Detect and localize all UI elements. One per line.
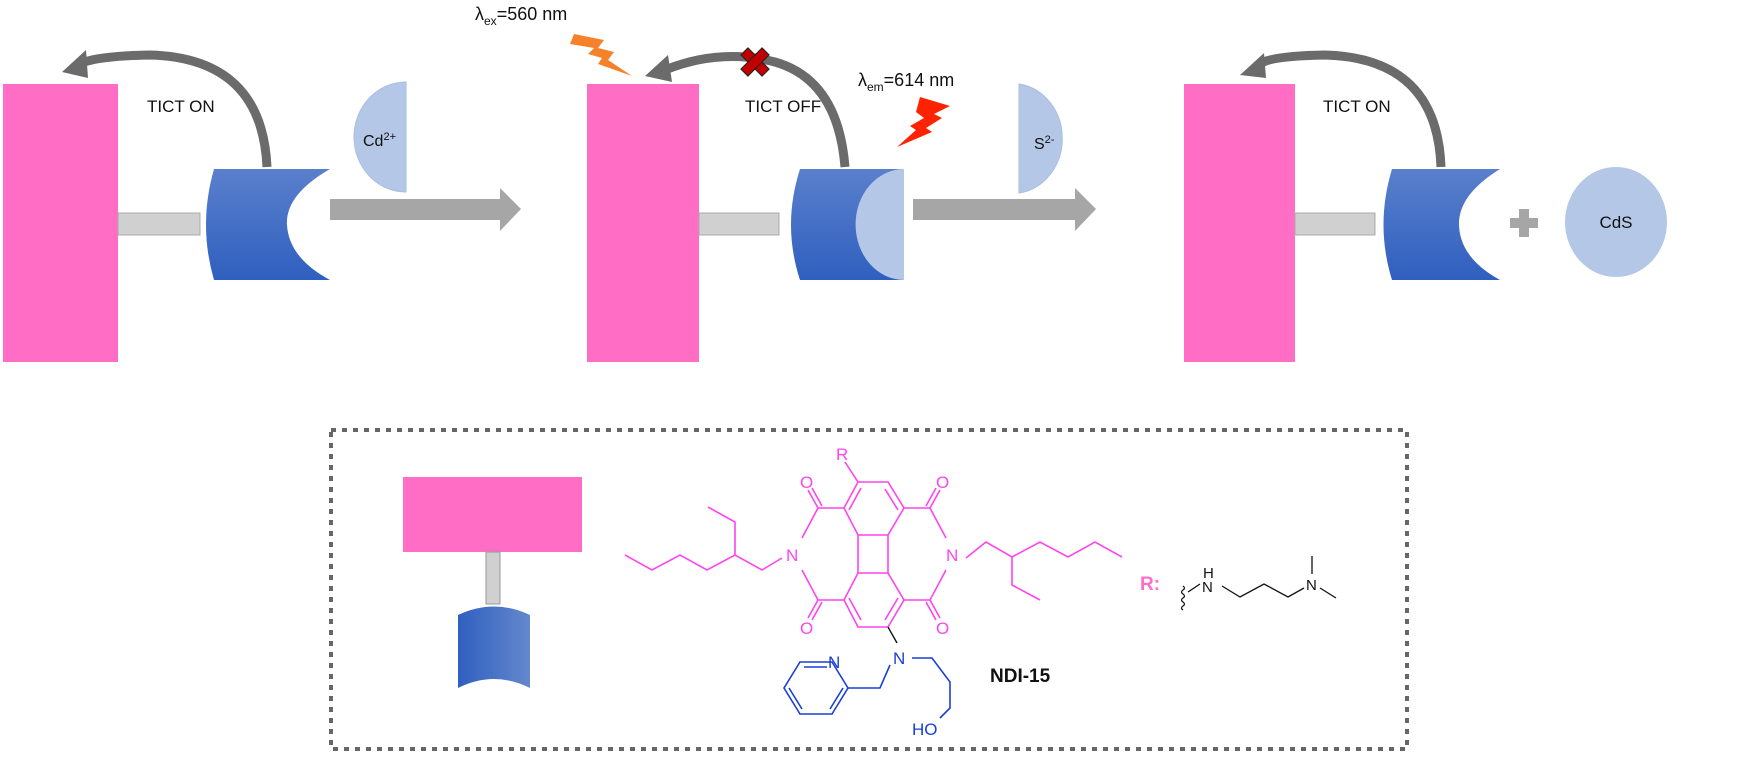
fluorophore-block — [403, 477, 582, 552]
tict-arrow — [1257, 50, 1446, 168]
atom-o: O — [800, 473, 813, 492]
tict-label: TICT ON — [147, 97, 215, 116]
excitation-label: λex=560 nm — [475, 4, 567, 28]
atom-n: N — [893, 649, 905, 668]
s-ion-halfdisk — [1018, 83, 1063, 194]
block-cross-icon — [740, 47, 770, 77]
r-group-structure — [1180, 556, 1337, 611]
tict-arrow — [77, 50, 272, 168]
atom-n: N — [1306, 577, 1317, 594]
excitation-bolt-icon — [570, 34, 632, 76]
dpa-receptor-structure — [783, 657, 951, 719]
probe-schematic — [403, 477, 582, 688]
atom-n: N — [786, 546, 798, 565]
receptor-unit — [206, 169, 330, 280]
atom-n: N — [946, 546, 958, 565]
atom-o: O — [936, 473, 949, 492]
fluorophore-block — [1184, 84, 1295, 362]
state-1-free-probe: TICT ON — [3, 50, 330, 362]
r-group-label: R: — [1140, 574, 1160, 595]
process-arrow-1 — [330, 188, 521, 231]
receptor-unit — [1383, 169, 1500, 280]
emission-bolt-icon — [897, 97, 950, 147]
ndi-core-structure — [624, 461, 1123, 628]
cds-label: CdS — [1599, 213, 1632, 232]
cd-ion: Cd2+ — [353, 81, 407, 193]
ndi-core-atoms: R O O O O N N — [786, 445, 958, 638]
tict-arrowhead-icon — [645, 55, 672, 82]
wavy-bond — [1180, 585, 1186, 611]
state-3-regenerated-probe: TICT ON — [1184, 50, 1500, 362]
atom-h: H — [1203, 565, 1214, 582]
cd-ion-label: Cd2+ — [363, 131, 396, 150]
linker-bar — [117, 212, 201, 236]
tict-arrow-blocked — [663, 52, 850, 168]
cds-particle: CdS — [1565, 167, 1667, 277]
emission-label: λem=614 nm — [858, 70, 954, 94]
r-group-atoms: H N N — [1202, 565, 1317, 596]
cd-ion-halfdisk — [353, 81, 407, 193]
fluorophore-block — [587, 84, 699, 362]
compound-name: NDI-15 — [990, 666, 1051, 687]
receptor-unit — [458, 606, 530, 688]
tict-arrowhead-icon — [62, 50, 88, 78]
tict-arrowhead-icon — [1240, 53, 1266, 78]
tict-label: TICT OFF — [745, 97, 821, 116]
s-ion-label: S2- — [1034, 134, 1055, 153]
linker-bar — [1294, 212, 1376, 236]
linker-bar — [698, 212, 780, 236]
s-ion: S2- — [1018, 83, 1063, 194]
fluorophore-block — [3, 84, 118, 362]
dpa-receptor-atoms: N N HO — [828, 649, 938, 739]
atom-r: R — [836, 445, 848, 464]
tict-label: TICT ON — [1323, 97, 1391, 116]
legend-box — [329, 428, 1409, 751]
atom-n: N — [828, 653, 840, 672]
linker-bar — [485, 551, 501, 605]
bound-cd-ion — [855, 169, 904, 280]
atom-ho: HO — [912, 720, 938, 739]
atom-o: O — [936, 619, 949, 638]
atom-n: N — [1202, 579, 1213, 596]
connector-bond — [887, 626, 898, 644]
state-2-cd-bound-probe: TICT OFF λex=560 nm λem=614 nm — [475, 4, 954, 362]
atom-o: O — [800, 619, 813, 638]
product-plus-icon — [1510, 209, 1538, 237]
process-arrow-2 — [913, 188, 1096, 231]
